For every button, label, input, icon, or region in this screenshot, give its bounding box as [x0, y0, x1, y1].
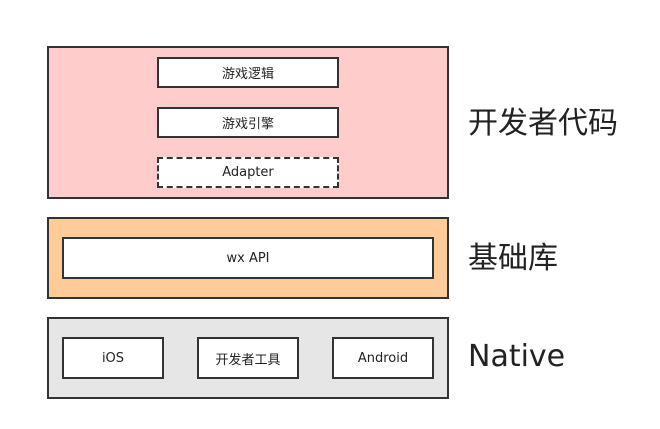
devtools-box: 开发者工具	[197, 337, 299, 379]
base-library-label: 基础库	[468, 241, 558, 276]
native-label: Native	[468, 339, 566, 374]
game-engine-box: 游戏引擎	[157, 107, 339, 138]
game-logic-box: 游戏逻辑	[157, 57, 339, 88]
ios-box: iOS	[62, 337, 164, 379]
android-box: Android	[332, 337, 434, 379]
adapter-box: Adapter	[157, 157, 339, 188]
developer-code-label: 开发者代码	[468, 106, 618, 141]
wx-api-box: wx API	[62, 237, 434, 279]
